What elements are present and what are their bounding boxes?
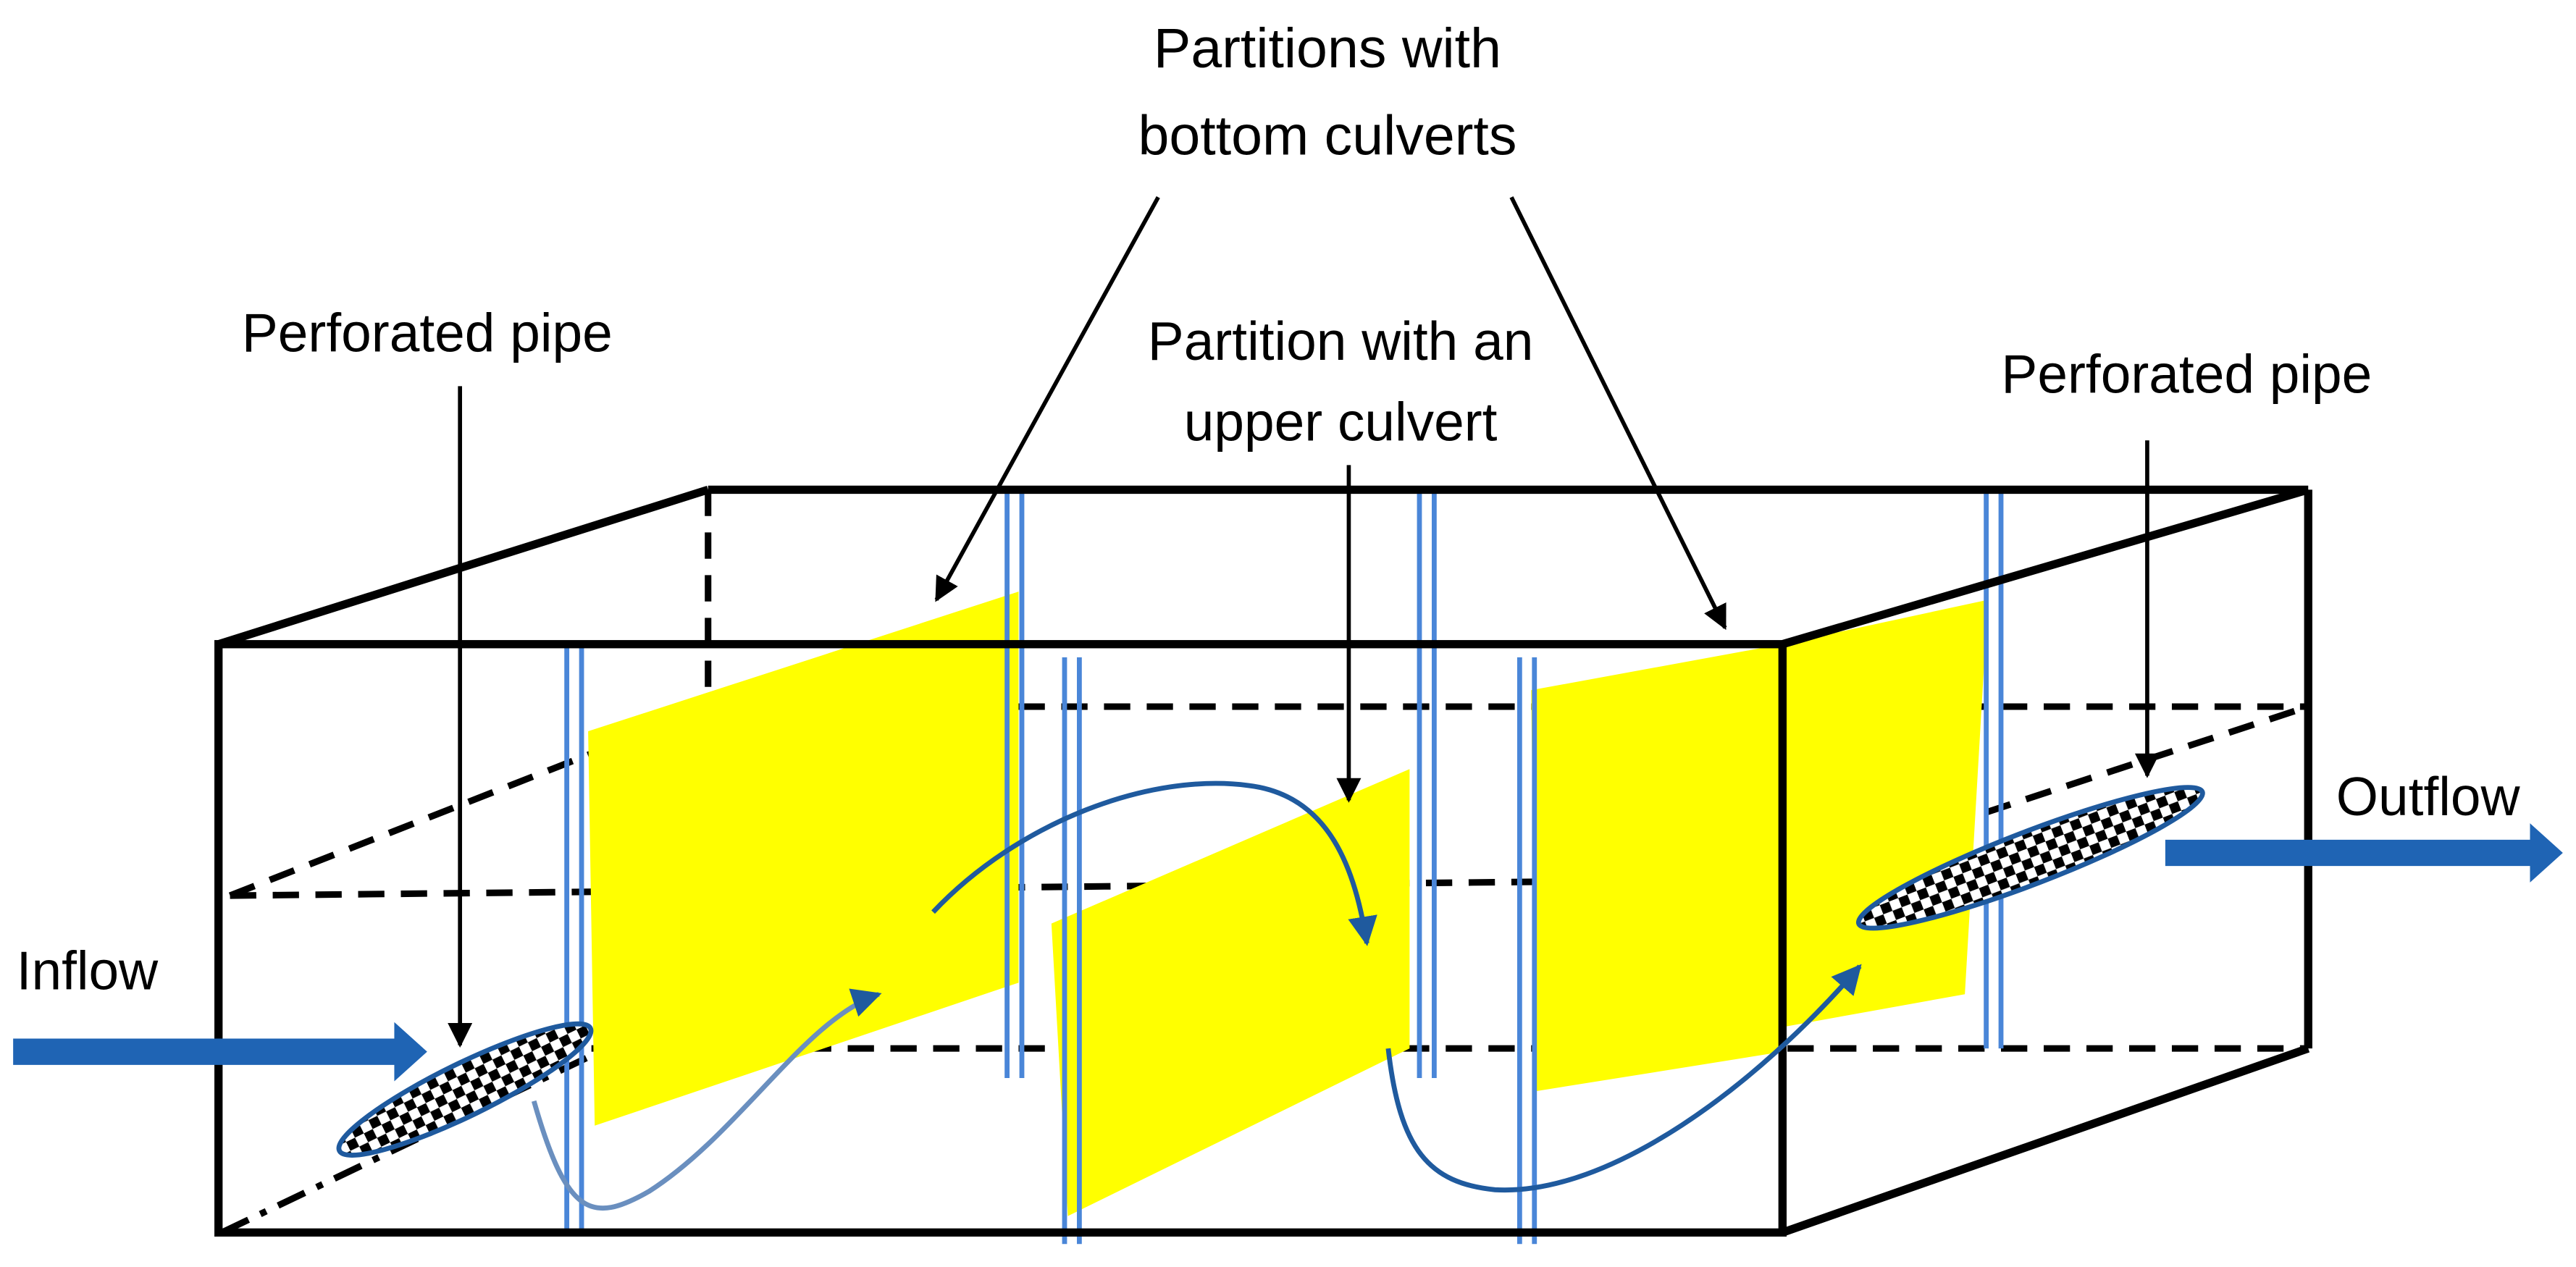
partition-4-bottom-culvert (1782, 599, 1988, 1027)
tank-outline (214, 485, 2312, 1237)
label-perforated-pipe-right: Perforated pipe (2001, 343, 2372, 404)
callout-arrows (448, 196, 2160, 1048)
inflow-arrow (13, 1022, 427, 1082)
tank-bottom-right-edge (1781, 1044, 2310, 1237)
label-outflow: Outflow (2336, 766, 2521, 827)
label-partitions-bottom-line1: Partitions with (1154, 17, 1501, 80)
perforated-pipe-left (336, 1021, 594, 1158)
callout-partition-3 (1509, 196, 1727, 631)
callout-partition-1 (934, 196, 1160, 602)
labels: Partitions with bottom culverts Perforat… (17, 17, 2521, 1001)
label-partition-upper-line1: Partition with an (1148, 311, 1534, 371)
label-perforated-pipe-left: Perforated pipe (242, 303, 613, 363)
flow-paths (531, 780, 1862, 1211)
partitions (588, 592, 1988, 1216)
partition-1-bottom-culvert (588, 592, 1019, 1126)
flow-path-under-partition-3 (1385, 964, 1862, 1193)
partition-2-upper-culvert (1051, 769, 1410, 1216)
tank-top-right-edge (1781, 485, 2309, 649)
partition-3-bottom-culvert (1531, 644, 1783, 1092)
label-partition-upper-line2: upper culvert (1184, 391, 1498, 452)
flow-path-over-partition-2 (931, 780, 1377, 946)
perforated-pipe-right (1855, 785, 2205, 931)
outflow-arrow (2165, 823, 2563, 883)
tank-top-left-edge (217, 485, 710, 649)
tank-front-face (214, 640, 1787, 1237)
flow-path-under-partition-1 (531, 988, 882, 1211)
label-partitions-bottom-line2: bottom culverts (1138, 104, 1516, 167)
label-inflow: Inflow (17, 940, 159, 1001)
